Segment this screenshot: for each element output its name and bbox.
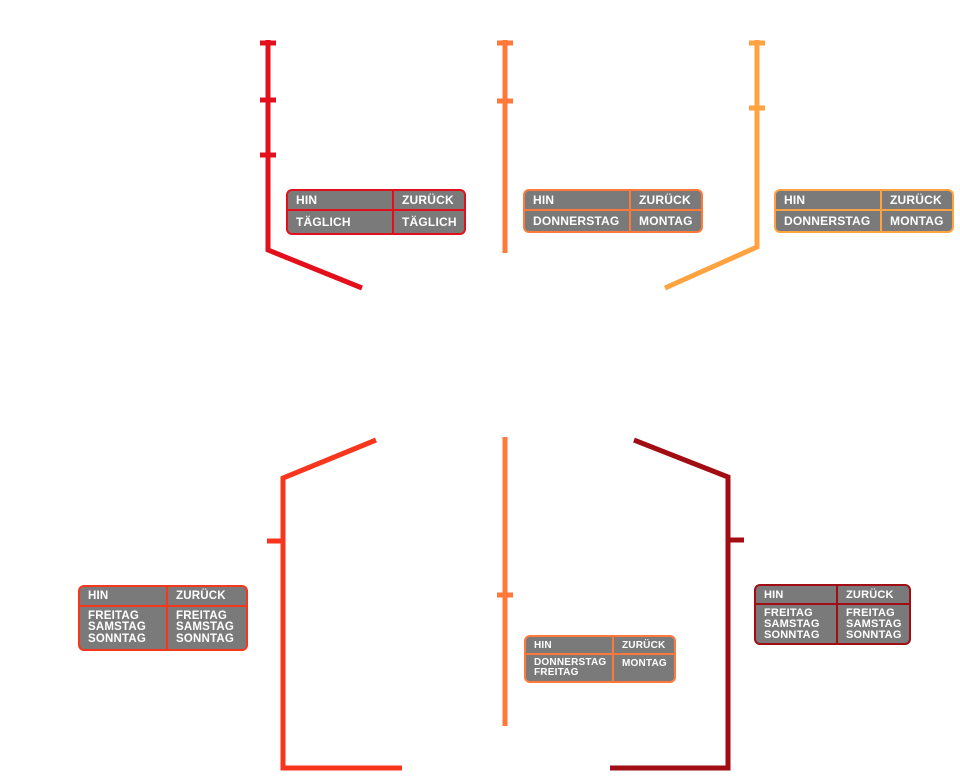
route-6-line [610,437,744,771]
route-1-back-days: TÄGLICH [392,211,464,233]
route-5-header-back: ZURÜCK [612,637,674,655]
route-5-line [497,437,513,726]
route-2-out-days: DONNERSTAG [533,214,620,228]
route-4-line [267,437,402,771]
route-6-header-back: ZURÜCK [836,586,909,605]
route-2-back-days: MONTAG [629,211,701,231]
route-4-header-back: ZURÜCK [166,587,246,607]
route-5-out-days: DONNERSTAG FREITAG [534,657,607,678]
route-1-schedule: HIN ZURÜCK TÄGLICH TÄGLICH [286,189,466,235]
route-3-back-days: MONTAG [880,211,952,231]
route-3-header-out: HIN [776,191,880,211]
route-5-back-days: MONTAG [612,655,674,681]
route-6-out-days: FREITAG SAMSTAG SONNTAG [764,606,820,641]
route-3-header-back: ZURÜCK [880,191,952,211]
route-3-line [663,40,765,291]
route-3-schedule: HIN ZURÜCK DONNERSTAG MONTAG [774,189,954,233]
route-4-out-days: FREITAG SAMSTAG SONNTAG [88,609,147,645]
route-5-schedule: HIN ZURÜCK DONNERSTAG FREITAG MONTAG [524,635,676,683]
route-1-out-days: TÄGLICH [296,215,351,229]
route-6-header-out: HIN [756,586,836,605]
route-2-header-out: HIN [525,191,629,211]
route-5-header-out: HIN [526,637,612,655]
route-1-line [260,40,363,291]
route-1-header-out: HIN [288,191,392,211]
route-3-out-days: DONNERSTAG [784,214,871,228]
route-4-schedule: HIN ZURÜCK FREITAG SAMSTAG SONNTAG FREIT… [78,585,248,651]
route-4-header-out: HIN [80,587,166,607]
route-1-header-back: ZURÜCK [392,191,464,211]
route-2-header-back: ZURÜCK [629,191,701,211]
route-2-line [497,40,513,253]
route-2-schedule: HIN ZURÜCK DONNERSTAG MONTAG [523,189,703,233]
route-6-back-days: FREITAG SAMSTAG SONNTAG [836,605,909,643]
route-4-back-days: FREITAG SAMSTAG SONNTAG [166,607,246,649]
route-6-schedule: HIN ZURÜCK FREITAG SAMSTAG SONNTAG FREIT… [754,584,911,645]
